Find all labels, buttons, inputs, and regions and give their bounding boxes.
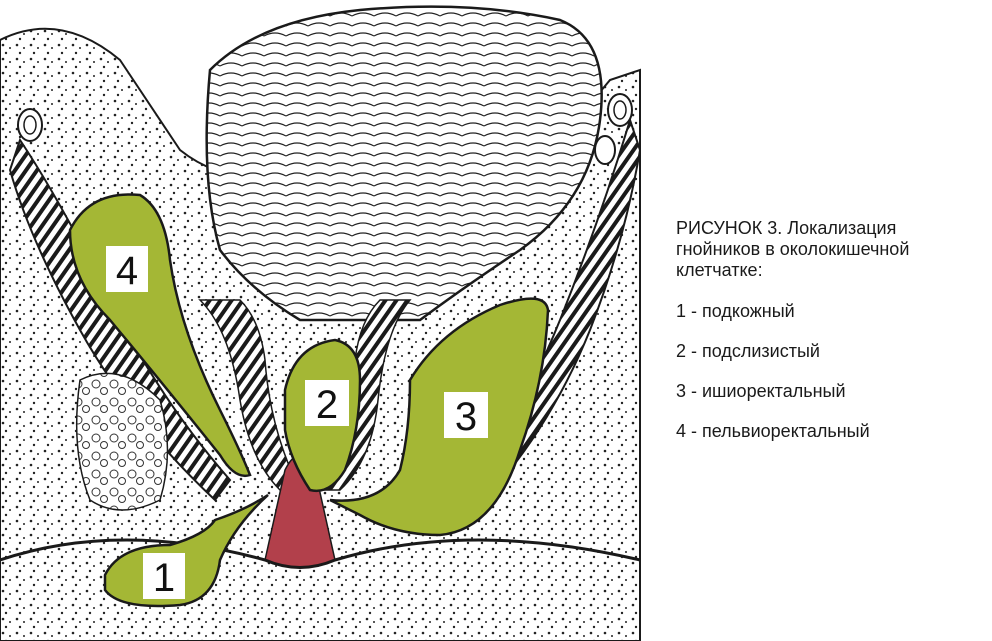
perianal-skin	[0, 538, 641, 569]
label-2-text: 2	[316, 383, 338, 427]
caption-item-3: 3 - ишиоректальный	[676, 381, 846, 401]
vessel-cross-sections	[17, 93, 633, 165]
label-4: 4	[106, 246, 148, 293]
caption-title: РИСУНОК 3. Локализация гнойников в около…	[676, 218, 910, 280]
caption-item-2: 2 - подслизистый	[676, 341, 820, 361]
abscess-ischiorectal	[329, 297, 550, 537]
label-3: 3	[444, 392, 488, 439]
caption-item-1: 1 - подкожный	[676, 301, 795, 321]
fat-tissue	[75, 372, 169, 511]
label-2: 2	[305, 380, 349, 427]
label-3-text: 3	[455, 395, 477, 439]
caption-item-4: 4 - пельвиоректальный	[676, 421, 870, 441]
label-1-text: 1	[153, 556, 175, 600]
label-4-text: 4	[116, 249, 138, 293]
rectal-ampulla	[205, 5, 603, 322]
label-1: 1	[143, 553, 185, 600]
figure-caption: РИСУНОК 3. Локализация гнойников в около…	[676, 218, 976, 461]
